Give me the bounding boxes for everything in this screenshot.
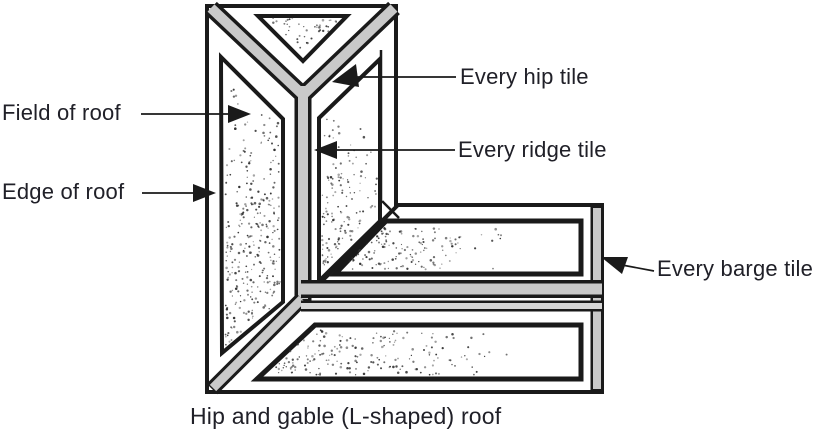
hip-tile-band-lower <box>206 293 308 395</box>
diagram-caption: Hip and gable (L-shaped) roof <box>190 403 502 429</box>
every-ridge-tile-arrow <box>314 141 455 159</box>
every-hip-tile-arrow <box>332 64 456 87</box>
hip-tile-bands <box>205 1 400 301</box>
label-every-hip-tile: Every hip tile <box>460 64 589 89</box>
label-every-barge-tile: Every barge tile <box>657 256 814 281</box>
label-every-ridge-tile: Every ridge tile <box>458 137 607 162</box>
wing-upper-panel <box>329 218 584 277</box>
field-of-roof-arrow <box>141 105 251 123</box>
label-edge-of-roof: Edge of roof <box>2 179 125 204</box>
stipple-dots <box>224 17 508 376</box>
every-barge-tile-arrow <box>601 257 655 274</box>
wing-lower-panel <box>250 322 584 382</box>
ridge-tile-band-horizontal <box>301 280 602 312</box>
roof-outer-outline <box>205 4 604 394</box>
label-field-of-roof: Field of roof <box>2 100 121 125</box>
gable-end-panel <box>253 14 352 64</box>
edge-of-roof-arrow <box>142 184 216 202</box>
